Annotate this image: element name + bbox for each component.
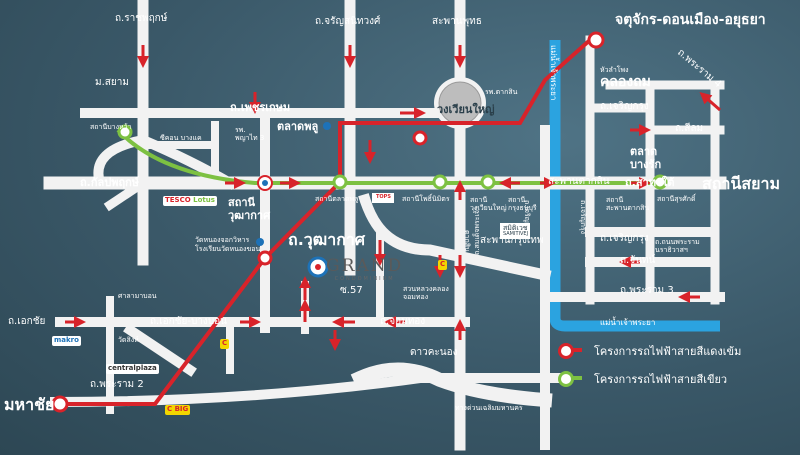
mall-big-c-3-mark: C bbox=[167, 405, 173, 413]
legend-red-dot bbox=[558, 343, 574, 359]
road-label-sathorn-tai: ถ.สาทรใต้ bbox=[625, 176, 675, 189]
river-label-bottom: แม่น้ำเจ้าพระยา bbox=[600, 318, 656, 327]
road-label-charoenkrung-right: ถ.เจริญกรุง bbox=[600, 233, 649, 244]
road-label-chom-thong: ถ.จอมทอง bbox=[380, 316, 426, 327]
place-label-st-pho-nimit: สถานีโพธิ์นิมิตร bbox=[402, 195, 450, 203]
legend-green-dot bbox=[558, 371, 574, 387]
place-label-samitivej: สมิติเวช bbox=[503, 224, 528, 232]
road-label-saphan-phut: สะพานพุทธ bbox=[432, 16, 482, 27]
place-label-rop-taksin: รพ.ตากสิน bbox=[485, 88, 518, 96]
place-label-khlong-thom: คลองถม bbox=[600, 74, 651, 90]
place-label-st-krung-thonburi: สถานี กรุงธนบุรี bbox=[508, 196, 537, 213]
place-label-suan-lum: สวนหลวงคลอง จอมทอง bbox=[403, 285, 449, 302]
mall-tops: TOPS bbox=[374, 194, 393, 202]
road-label-chan: ถ.จันทน์ bbox=[620, 255, 656, 266]
river-label-top: แม่น้ำเจ้าพระยา bbox=[549, 45, 558, 101]
mall-big-c-1: C bbox=[438, 260, 448, 270]
road-label-saphan-taksin: สะพานตากสิน bbox=[548, 176, 610, 187]
legend-red-text: โครงการรถไฟฟ้าสายสีแดงเข้ม bbox=[594, 345, 742, 358]
road-label-chaturathit: จตุจักร-ดอนเมือง-อยุธยา bbox=[615, 12, 766, 28]
mall-tesco: TESCO Lotus bbox=[163, 196, 217, 206]
legend-green-text: โครงการรถไฟฟ้าสายสีเขียว bbox=[594, 373, 728, 386]
road-label-saphan-krungthep: สะพานกรุงเทพ bbox=[480, 235, 544, 246]
road-label-ratchaphruek: ถ.ราชพฤกษ์ bbox=[115, 13, 168, 24]
road-network bbox=[43, 0, 727, 451]
place-label-wat-school: วัดหนองจอกวิหาร โรงเรียนวัดหนองขอน bbox=[195, 236, 261, 254]
place-label-sala-mabon: ศาลามาบอน bbox=[118, 292, 157, 300]
road-label-charoenkrung-left-vert: ถ.เจริญกรุง bbox=[579, 200, 587, 235]
mall-tesco-sub: Lotus bbox=[193, 196, 215, 204]
place-label-wongwian-yai: วงเวียนใหญ่ bbox=[437, 103, 495, 116]
place-label-rama-narathiwat: ถ.ถนนพระราม นราธิวาสฯ bbox=[655, 238, 700, 255]
place-label-bangrak: ตลาด บางรัก bbox=[630, 145, 662, 172]
place-label-m-siam: ม.สยาม bbox=[95, 77, 129, 88]
mall-big-c-3: C BIG bbox=[165, 405, 191, 415]
mall-big-c-2-mark: C bbox=[222, 339, 228, 347]
legend-green-line: โครงการรถไฟฟ้าสายสีเขียว bbox=[558, 370, 727, 388]
condo-name: GRAND bbox=[326, 256, 404, 276]
place-label-st-wongwian-yai: สถานี วงเวียนใหญ่ bbox=[470, 196, 507, 213]
chao-phraya-river bbox=[549, 40, 720, 332]
red-line-route bbox=[60, 38, 592, 406]
place-label-station-bangwa: สถานีบางหว้า bbox=[90, 123, 132, 131]
stations bbox=[51, 31, 668, 413]
condo-sub: CONDOMINIUM bbox=[334, 276, 395, 282]
road-label-rama3: ถ.พระราม 3 bbox=[620, 285, 674, 296]
road-label-ekkachai-bangbon: ถ.เอกชัย-บางบอน bbox=[150, 316, 228, 327]
mall-big-c-1-mark: C bbox=[440, 260, 446, 268]
place-label-wutthakat-station: สถานี วุฒากาศ bbox=[228, 196, 271, 223]
legend-red-line: โครงการรถไฟฟ้าสายสีแดงเข้ม bbox=[558, 342, 741, 360]
road-label-taksin: ตากสิน bbox=[463, 230, 471, 252]
road-label-rama2: ถ.พระราม 2 bbox=[90, 379, 144, 390]
road-label-expressway: ทางด่วนเฉลิมมหานคร bbox=[455, 404, 523, 412]
road-label-phetkasem: ถ.เพชรเกษม bbox=[230, 101, 291, 114]
mall-central-plaza: centralplaza bbox=[106, 364, 159, 374]
road-label-charoenkrung-top: ถ.เจริญกรุง bbox=[600, 101, 649, 112]
road-label-somdet: ถ.สมเด็จพระเจ้า bbox=[473, 206, 481, 255]
road-label-soi57: ซ.57 bbox=[340, 285, 363, 296]
place-label-dao-khanong: ดาวคะนอง bbox=[410, 347, 458, 358]
place-label-mahachai: มหาชัย bbox=[4, 395, 55, 414]
road-label-silom: ถ.สีลม bbox=[675, 123, 704, 134]
place-label-st-saphan-taksin: สถานี สะพานตากสิน bbox=[606, 196, 650, 213]
road-label-kanlapaphruek: ถ.กัลปพฤกษ์ bbox=[80, 176, 140, 189]
place-label-wat-sing: วัดสิงห์ bbox=[118, 336, 139, 344]
place-label-hua-lamphong: หัวลำโพง bbox=[600, 66, 629, 74]
mall-tesco-name: TESCO bbox=[165, 196, 191, 204]
place-label-st-talat-phlu: สถานีตลาดพลู bbox=[315, 195, 359, 203]
road-label-charansanitwong: ถ.จรัญสนิทวงศ์ bbox=[315, 16, 381, 27]
place-label-seacon: ซีคอน บางแค bbox=[160, 134, 202, 142]
road-label-ekkachai: ถ.เอกชัย bbox=[8, 316, 46, 327]
grand-condominium-marker: GRAND CONDOMINIUM bbox=[310, 256, 403, 282]
mall-big-c-2: C bbox=[220, 339, 230, 349]
place-label-talat-phlu: ตลาดพลู bbox=[277, 120, 319, 133]
mall-makro: makro bbox=[52, 336, 81, 346]
place-label-samitivej-en: SAMITIVEJ bbox=[503, 231, 529, 237]
place-label-rop-phyathai3: รพ. พญาไท 3 bbox=[235, 126, 265, 143]
mall-big-c-3-sub: BIG bbox=[174, 405, 189, 413]
road-label-wutthakat: ถ.วุฒากาศ bbox=[288, 230, 366, 249]
place-label-st-surasak: สถานีสุรศักดิ์ bbox=[657, 195, 696, 203]
place-label-sathani-siam: สถานีสยาม bbox=[702, 174, 781, 193]
